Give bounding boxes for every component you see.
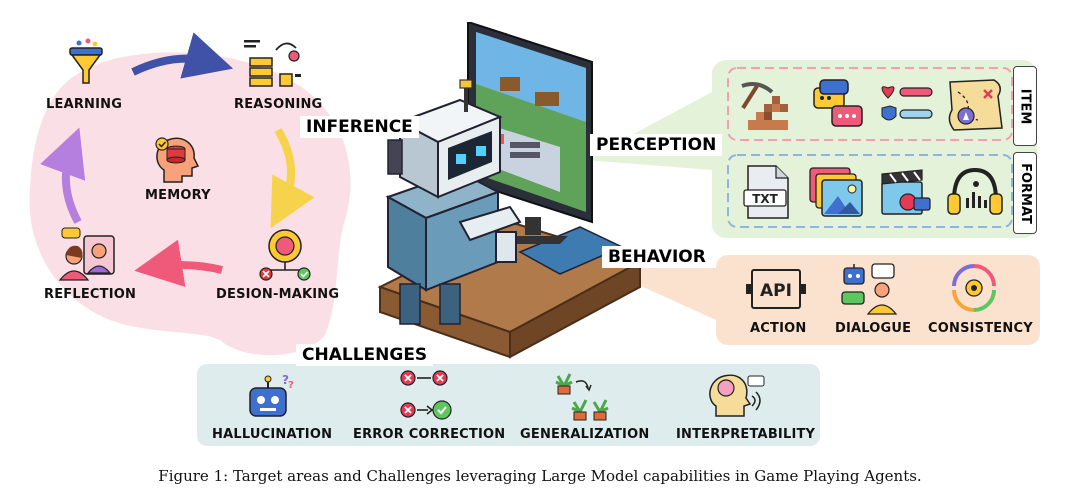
decision-making-label: DESION-MAKING [216,287,340,302]
dialogue-icon [841,263,898,315]
hallucination-label: HALLUCINATION [212,427,333,442]
format-dashed-box [727,154,1013,228]
arrow-reasoning-to-decision [270,127,315,229]
robot-computer-illustration [377,22,643,359]
behavior-panel [716,255,1040,345]
decision-brain-icon [259,229,311,281]
arrow-decision-to-reflection [134,239,223,288]
image-gallery-icon [809,167,863,217]
headphones-audio-icon [947,167,1003,215]
interpretability-label: INTERPRETABILITY [676,427,816,442]
consistency-cycle-icon [952,264,996,312]
inference-label: INFERENCE [300,116,419,138]
item-dashed-box [727,67,1013,141]
item-tab: ITEM [1013,66,1037,146]
pickaxe-blocks-icon [741,82,788,130]
chat-bubbles-icon [813,79,863,127]
video-clapper-icon [881,169,931,215]
arrow-reflection-to-learning [40,127,86,224]
svg-text:?: ? [288,380,294,391]
error-correction-icon [400,370,452,420]
api-icon-text: API [760,281,792,301]
generalization-plants-icon [555,373,609,421]
health-bars-icon [881,86,933,121]
reasoning-label: REASONING [234,97,323,112]
treasure-map-icon [948,79,1003,131]
dialogue-label: DIALOGUE [835,321,912,336]
perception-title: PERCEPTION [590,134,723,156]
memory-label: MEMORY [145,188,211,203]
arrow-learning-to-reasoning [131,32,234,79]
action-label: ACTION [750,321,807,336]
txt-file-icon: TXT [743,165,789,219]
hallucinating-robot-icon: ? ? [249,373,294,417]
format-tab: FORMAT [1013,152,1037,234]
behavior-title: BEHAVIOR [602,246,712,268]
reasoning-icon [244,40,301,87]
consistency-label: CONSISTENCY [928,321,1033,336]
interpretability-head-icon [709,374,765,417]
reflection-label: REFLECTION [44,287,137,302]
challenges-panel [197,364,820,446]
challenges-title: CHALLENGES [296,344,434,366]
memory-head-icon [155,137,200,183]
funnel-icon [69,38,103,84]
api-icon: API [746,269,806,309]
brain-silhouette [29,52,351,356]
txt-file-label: TXT [752,192,778,206]
figure-caption: Figure 1: Target areas and Challenges le… [158,467,922,485]
error-correction-label: ERROR CORRECTION [353,427,506,442]
generalization-label: GENERALIZATION [520,427,650,442]
learning-label: LEARNING [46,97,123,112]
svg-text:?: ? [282,373,289,387]
reflection-people-icon [58,227,115,281]
